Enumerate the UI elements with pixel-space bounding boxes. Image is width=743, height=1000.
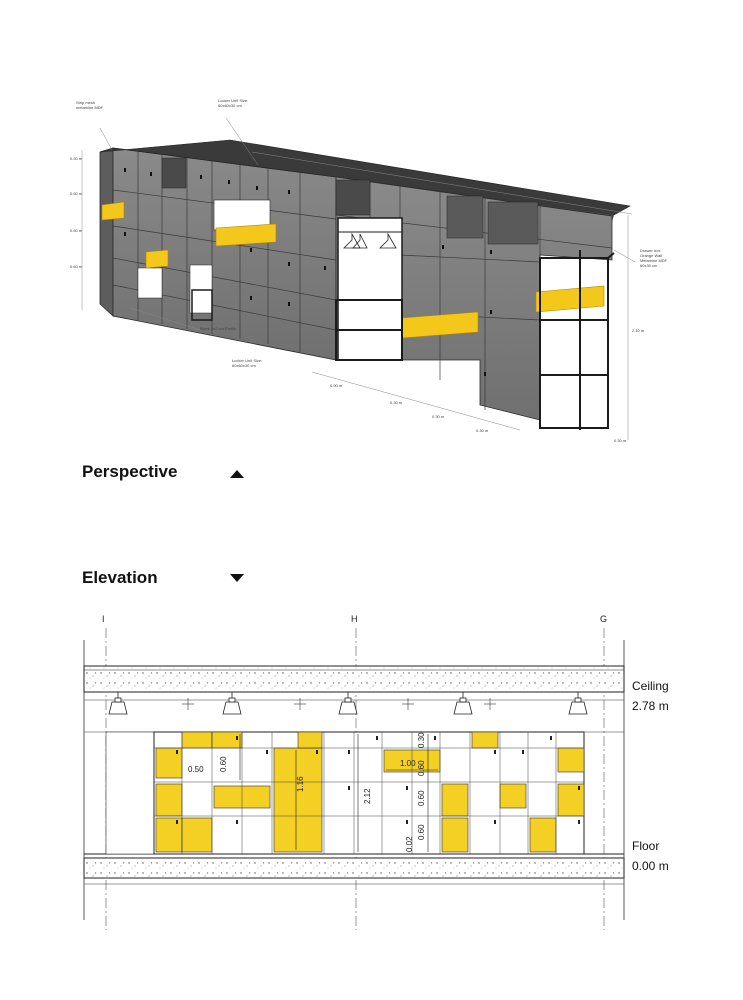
cabinet-left-side xyxy=(99,147,114,317)
ceiling-value: 2.78 m xyxy=(632,699,669,713)
note-locker-size-b1: Locker Unit Size: xyxy=(232,358,262,363)
dim-060a: 0.60 xyxy=(219,756,228,772)
hanging-bay xyxy=(337,217,403,361)
dim-060b: 0.60 xyxy=(417,760,426,776)
note-profile: Black 2x2 cm Profile xyxy=(200,326,237,331)
cubby-top-4 xyxy=(487,201,539,245)
pendant-lamp-icon xyxy=(108,692,588,715)
cubby-top-2 xyxy=(335,179,371,216)
dim-bottom-1: 0.90 m xyxy=(330,383,343,388)
dim-030: 0.30 xyxy=(417,732,426,748)
grid-label-g: G xyxy=(600,614,607,624)
elevation-dim-lines xyxy=(239,734,438,852)
yellow-tray-3 xyxy=(215,223,277,247)
note-strip-mesh-2: melamine MDF xyxy=(76,105,104,110)
locker-handles xyxy=(124,168,492,376)
note-drawer-2: Orange Wall xyxy=(640,253,662,258)
elevation-drawing: I H G xyxy=(83,614,669,930)
note-locker-size-2: 60x60x30 cm xyxy=(218,103,242,108)
dim-left-3: 0.60 m xyxy=(70,228,83,233)
dim-002: 0.02 xyxy=(405,836,414,852)
ceiling-marks xyxy=(182,698,496,710)
note-drawer-4: 60x30 cm xyxy=(640,263,658,268)
dim-right-small: 0.30 m xyxy=(614,438,627,443)
dim-116: 1.16 xyxy=(296,776,305,792)
dim-050: 0.50 xyxy=(188,765,204,774)
dim-bottom-2: 0.30 m xyxy=(390,400,403,405)
perspective-drawing: Strip mesh melamine MDF Locker Unit Size… xyxy=(70,98,668,443)
note-locker-size-b2: 60x60x30 cm xyxy=(232,363,256,368)
yellow-tray-5 xyxy=(535,285,605,313)
dim-100: 1.00 xyxy=(400,759,416,768)
dimension-lines xyxy=(81,117,636,440)
dim-left-2: 0.60 m xyxy=(70,191,83,196)
triangle-down-icon xyxy=(230,574,244,582)
floor-slab xyxy=(83,857,625,879)
dim-060d: 0.60 xyxy=(417,824,426,840)
dim-060c: 0.60 xyxy=(417,790,426,806)
triangle-up-icon xyxy=(230,470,244,478)
cubby-top-1 xyxy=(161,157,187,189)
dim-bottom-4: 0.30 m xyxy=(476,428,489,433)
ceiling-slab xyxy=(83,665,625,693)
note-drawer-1: Drawer box xyxy=(640,248,660,253)
dim-bottom-3: 0.30 m xyxy=(432,414,445,419)
grid-label-i: I xyxy=(102,614,105,624)
floor-label: Floor xyxy=(632,839,659,853)
yellow-tray-2 xyxy=(145,249,169,269)
perspective-title: Perspective xyxy=(82,462,178,481)
locker-outlines xyxy=(154,732,584,854)
cubby-left-low2 xyxy=(189,264,213,314)
elevation-handles xyxy=(176,736,580,824)
dim-left-1: 0.30 m xyxy=(70,156,83,161)
floor-value: 0.00 m xyxy=(632,859,669,873)
dim-212: 2.12 xyxy=(363,788,372,804)
elevation-title: Elevation xyxy=(82,568,158,587)
coat-hanger-icon xyxy=(343,232,397,249)
cubby-left-low xyxy=(137,267,163,299)
grid-label-h: H xyxy=(351,614,358,624)
dim-height-label: 2.10 m xyxy=(632,328,645,333)
cubby-top-3 xyxy=(446,195,484,239)
note-strip-mesh-1: Strip mesh xyxy=(76,100,95,105)
steel-frame-center xyxy=(335,299,403,361)
ceiling-label: Ceiling xyxy=(632,679,669,693)
steel-frame-left xyxy=(191,289,213,321)
note-drawer-3: Melamine MDF xyxy=(640,258,668,263)
note-locker-size-1: Locker Unit Size: xyxy=(218,98,248,103)
steel-frame-right xyxy=(539,250,615,430)
dim-top-label: 7.40 m xyxy=(420,184,433,189)
dim-left-4: 0.60 m xyxy=(70,264,83,269)
yellow-tray-1 xyxy=(101,201,125,221)
